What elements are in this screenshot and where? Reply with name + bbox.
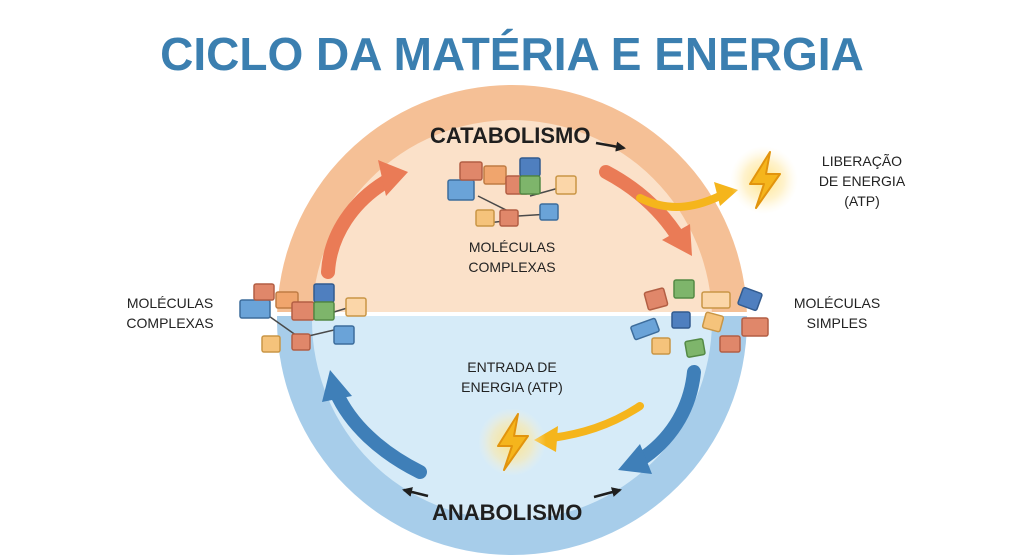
- svg-text:LIBERAÇÃO: LIBERAÇÃO: [822, 153, 902, 169]
- complex-molecule-top-icon: [447, 157, 577, 227]
- svg-text:MOLÉCULAS: MOLÉCULAS: [127, 295, 213, 311]
- catabolism-label-arrow: [595, 141, 626, 152]
- anabolism-arrow-left: [322, 370, 427, 479]
- svg-text:MOLÉCULAS: MOLÉCULAS: [794, 295, 880, 311]
- energy-input-label: ENTRADA DE ENERGIA (ATP): [461, 359, 563, 395]
- complex-molecule-left-icon: [239, 283, 367, 353]
- anabolism-label-arrow-left: [402, 487, 429, 498]
- svg-text:SIMPLES: SIMPLES: [807, 315, 868, 331]
- anabolism-arrow-right: [618, 365, 701, 474]
- page-title: CICLO DA MATÉRIA E ENERGIA: [160, 28, 864, 80]
- svg-text:ENERGIA (ATP): ENERGIA (ATP): [461, 379, 563, 395]
- svg-text:COMPLEXAS: COMPLEXAS: [468, 259, 555, 275]
- energy-input-arrow: [534, 402, 644, 452]
- complex-molecules-left-label: MOLÉCULAS COMPLEXAS: [126, 295, 213, 331]
- anabolism-label: ANABOLISMO: [432, 500, 582, 525]
- simple-molecules-right-label: MOLÉCULAS SIMPLES: [794, 295, 880, 331]
- svg-text:DE ENERGIA: DE ENERGIA: [819, 173, 906, 189]
- complex-molecules-top-label: MOLÉCULAS COMPLEXAS: [468, 239, 555, 275]
- energy-release-label: LIBERAÇÃO DE ENERGIA (ATP): [819, 153, 906, 209]
- svg-text:MOLÉCULAS: MOLÉCULAS: [469, 239, 555, 255]
- catabolism-arrow-left: [321, 160, 408, 279]
- svg-text:COMPLEXAS: COMPLEXAS: [126, 315, 213, 331]
- simple-molecules-right-icon: [630, 279, 769, 358]
- energy-input-bolt-icon: [478, 408, 546, 476]
- svg-text:ENTRADA DE: ENTRADA DE: [467, 359, 556, 375]
- svg-text:(ATP): (ATP): [844, 193, 880, 209]
- energy-release-bolt-icon: [730, 146, 798, 214]
- anabolism-label-arrow-right: [593, 487, 622, 499]
- catabolism-label: CATABOLISMO: [430, 123, 591, 148]
